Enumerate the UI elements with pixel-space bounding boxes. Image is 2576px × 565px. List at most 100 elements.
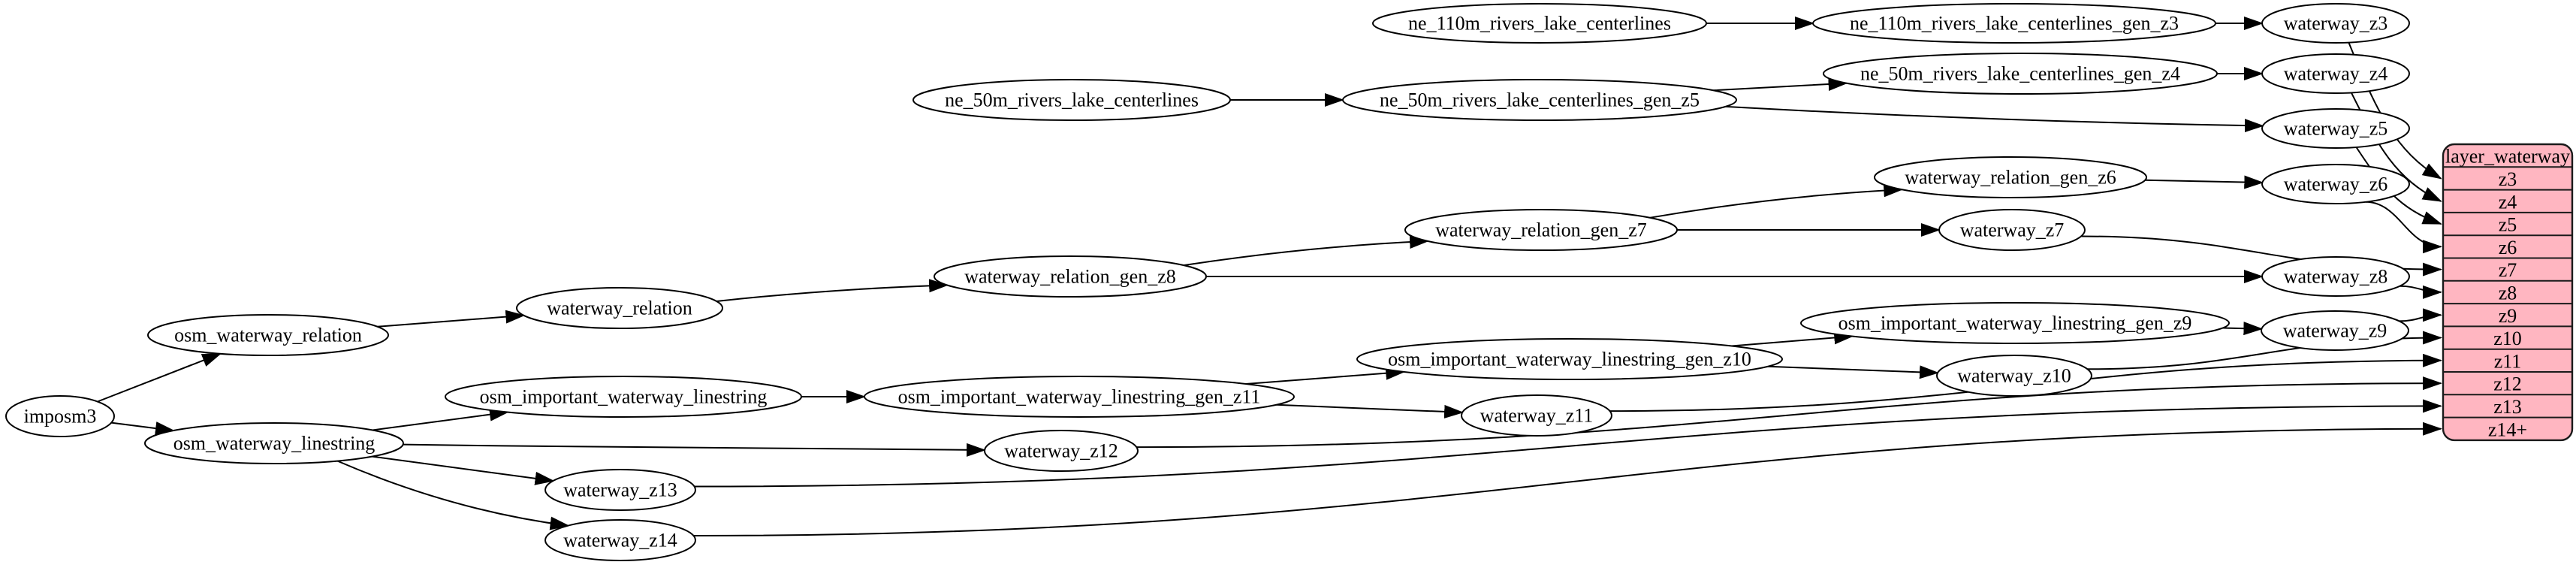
node-osm_waterway_linestring: osm_waterway_linestring (144, 422, 404, 464)
node-label: ne_50m_rivers_lake_centerlines (945, 89, 1199, 111)
edge-osm_waterway_linestring-to-waterway_z14 (336, 460, 570, 530)
node-waterway_z4: waterway_z4 (2261, 53, 2410, 94)
table-row-z5: z5 (2499, 214, 2517, 236)
node-label: waterway_relation_gen_z6 (1905, 167, 2116, 189)
table-row-z11: z11 (2494, 350, 2522, 372)
node-waterway_z11: waterway_z11 (1461, 394, 1612, 437)
edges-layer (97, 17, 2442, 536)
node-osm_important_waterway_linestring_gen_z11: osm_important_waterway_linestring_gen_z1… (864, 376, 1295, 418)
node-label: waterway_relation (547, 298, 692, 319)
node-ellipse (544, 469, 696, 511)
edge-imposm3-to-osm_waterway_relation (97, 352, 222, 403)
node-label: waterway_z12 (1004, 440, 1118, 462)
node-ellipse (912, 79, 1231, 121)
node-ellipse (2261, 164, 2410, 204)
table-title: layer_waterway (2445, 146, 2570, 168)
node-ellipse (1800, 302, 2230, 344)
table-row-z13: z13 (2493, 396, 2522, 418)
edge-osm_important_waterway_linestring_gen_z9-to-waterway_z9 (2222, 322, 2264, 336)
node-ellipse (2261, 53, 2410, 94)
node-waterway_z12: waterway_z12 (984, 430, 1139, 472)
node-ellipse (1404, 209, 1678, 251)
node-ellipse (1936, 355, 2092, 397)
table-row-z14+: z14+ (2488, 418, 2527, 440)
node-ne_50m_rivers_lake_centerlines_gen_z5: ne_50m_rivers_lake_centerlines_gen_z5 (1342, 79, 1737, 121)
edge-waterway_z8-to-row-z8 (2400, 285, 2442, 299)
node-label: waterway_z10 (1957, 365, 2071, 387)
table-row-z12: z12 (2493, 373, 2522, 395)
node-label: waterway_z7 (1960, 219, 2065, 241)
node-ellipse (1812, 3, 2216, 44)
node-waterway_relation_gen_z6: waterway_relation_gen_z6 (1874, 156, 2147, 198)
node-waterway_z6: waterway_z6 (2261, 164, 2410, 204)
node-waterway_relation_gen_z7: waterway_relation_gen_z7 (1404, 209, 1678, 251)
node-ellipse (144, 422, 404, 464)
node-label: osm_waterway_relation (174, 325, 362, 346)
node-label: waterway_relation_gen_z7 (1435, 219, 1647, 241)
edge-osm_waterway_linestring-to-waterway_z13 (372, 455, 555, 485)
node-ne_50m_rivers_lake_centerlines: ne_50m_rivers_lake_centerlines (912, 79, 1231, 121)
edge-imposm3-to-osm_waterway_linestring (111, 421, 175, 436)
node-waterway_z14: waterway_z14 (544, 519, 696, 561)
node-label: waterway_z6 (2284, 174, 2388, 195)
edge-waterway_z12-to-row-z12 (1136, 376, 2442, 449)
node-ellipse (1461, 394, 1612, 437)
node-label: ne_50m_rivers_lake_centerlines_gen_z4 (1860, 63, 2180, 85)
table-frame (2442, 143, 2574, 442)
node-waterway_z3: waterway_z3 (2261, 3, 2410, 44)
edge-osm_important_waterway_linestring_gen_z10-to-osm_important_waterway_linestring_gen_z9 (1731, 331, 1854, 347)
node-ellipse (1874, 156, 2147, 198)
node-ellipse (544, 519, 696, 561)
node-waterway_relation: waterway_relation (516, 287, 723, 329)
node-imposm3: imposm3 (5, 395, 115, 437)
node-label: waterway_z14 (563, 530, 677, 551)
node-ellipse (1356, 338, 1783, 380)
edge-osm_important_waterway_linestring_gen_z11-to-osm_important_waterway_linestring_gen_z10 (1246, 366, 1406, 385)
edge-waterway_z9-to-row-z9 (2399, 308, 2442, 322)
node-label: osm_important_waterway_linestring_gen_z1… (898, 386, 1261, 408)
node-label: ne_110m_rivers_lake_centerlines_gen_z3 (1850, 13, 2179, 35)
node-ellipse (147, 314, 389, 356)
node-label: waterway_z13 (563, 479, 677, 501)
node-ne_110m_rivers_lake_centerlines: ne_110m_rivers_lake_centerlines (1372, 3, 1707, 44)
node-label: ne_50m_rivers_lake_centerlines_gen_z5 (1380, 89, 1700, 111)
node-ellipse (984, 430, 1139, 472)
node-ellipse (2261, 256, 2410, 297)
node-waterway_z8: waterway_z8 (2261, 256, 2410, 297)
node-label: imposm3 (24, 406, 97, 428)
edge-ne_50m_rivers_lake_centerlines_gen_z5-to-waterway_z5 (1725, 105, 2264, 133)
edge-waterway_z6-to-row-z6 (2365, 201, 2442, 254)
node-ellipse (516, 287, 723, 329)
table-row-z10: z10 (2493, 328, 2522, 349)
node-ellipse (5, 395, 115, 437)
node-osm_important_waterway_linestring_gen_z10: osm_important_waterway_linestring_gen_z1… (1356, 338, 1783, 380)
node-label: waterway_relation_gen_z8 (964, 266, 1176, 288)
node-waterway_z13: waterway_z13 (544, 469, 696, 511)
node-ellipse (2261, 108, 2410, 149)
node-label: osm_important_waterway_linestring_gen_z1… (1388, 349, 1751, 370)
node-label: waterway_z8 (2284, 266, 2388, 288)
node-label: waterway_z4 (2284, 63, 2388, 85)
node-osm_important_waterway_linestring_gen_z9: osm_important_waterway_linestring_gen_z9 (1800, 302, 2230, 344)
table-row-z4: z4 (2499, 191, 2517, 213)
edge-osm_waterway_relation-to-waterway_relation (377, 310, 526, 328)
node-ellipse (864, 376, 1295, 418)
node-osm_important_waterway_linestring: osm_important_waterway_linestring (445, 376, 802, 418)
edge-osm_waterway_linestring-to-osm_important_waterway_linestring (372, 407, 509, 431)
edge-osm_important_waterway_linestring_gen_z11-to-waterway_z11 (1276, 403, 1464, 418)
edge-waterway_z13-to-row-z13 (694, 399, 2442, 488)
edge-osm_waterway_linestring-to-waterway_z12 (403, 443, 987, 457)
node-ellipse (1823, 53, 2218, 95)
table-row-z8: z8 (2499, 282, 2517, 304)
node-waterway_relation_gen_z8: waterway_relation_gen_z8 (934, 255, 1207, 298)
node-label: waterway_z5 (2284, 118, 2388, 140)
node-ne_50m_rivers_lake_centerlines_gen_z4: ne_50m_rivers_lake_centerlines_gen_z4 (1823, 53, 2218, 95)
edge-waterway_relation_gen_z6-to-waterway_z6 (2145, 175, 2264, 189)
node-ellipse (1938, 209, 2086, 251)
table-row-z3: z3 (2499, 168, 2517, 190)
node-ellipse (445, 376, 802, 418)
node-ellipse (1342, 79, 1737, 121)
node-ellipse (934, 255, 1207, 298)
table-row-z7: z7 (2499, 259, 2517, 281)
